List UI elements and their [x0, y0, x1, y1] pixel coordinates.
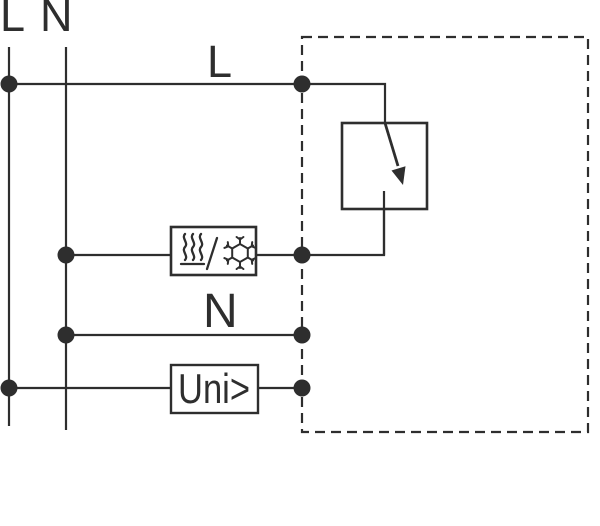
snowflake-icon — [223, 236, 257, 270]
uni-box — [169, 363, 260, 415]
uni-box-label: Uni> — [178, 365, 250, 412]
device-outline — [300, 35, 590, 434]
switch-arrow-icon — [382, 122, 406, 255]
terminal-dot-heat-cool — [293, 246, 311, 264]
slash-separator-icon — [205, 236, 219, 271]
supply-l-label: L — [0, 0, 25, 41]
terminal-dot-uni — [293, 379, 311, 397]
junction-dot — [0, 379, 18, 397]
supply-n-label: N — [40, 0, 73, 41]
n-wire-label: N — [203, 285, 238, 338]
l-wire-label: L — [207, 36, 232, 87]
terminal-dot-n — [293, 326, 311, 344]
heating-waves-icon — [179, 232, 206, 266]
junction-dot — [57, 326, 75, 344]
junction-dot — [0, 75, 18, 93]
terminal-dot-l — [293, 75, 311, 93]
junction-dot — [57, 246, 75, 264]
l-wire — [9, 82, 387, 123]
